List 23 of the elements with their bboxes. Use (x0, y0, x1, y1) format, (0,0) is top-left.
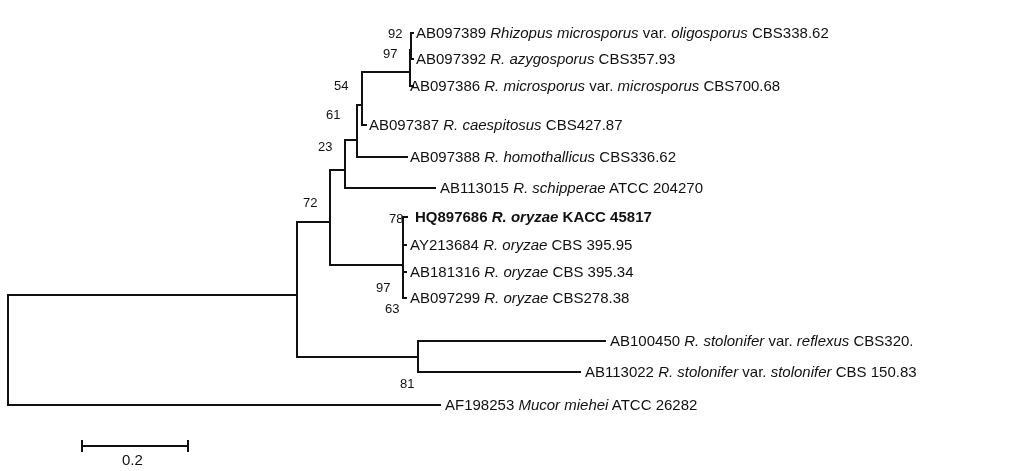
bootstrap-value: 72 (303, 194, 318, 212)
bootstrap-value: 97 (376, 279, 391, 297)
taxon-label: AB097387 R. caespitosus CBS427.87 (369, 116, 623, 134)
taxon-label: AB181316 R. oryzae CBS 395.34 (410, 263, 634, 281)
taxon-label: AB113015 R. schipperae ATCC 204270 (440, 179, 703, 197)
taxon-label: AY213684 R. oryzae CBS 395.95 (410, 236, 633, 254)
taxon-label: AB097299 R. oryzae CBS278.38 (410, 289, 630, 307)
taxon-label: AB113022 R. stolonifer var. stolonifer CBS 150.83 (585, 363, 917, 381)
taxon-label: AB097386 R. microsporus var. microsporus CBS700.68 (410, 77, 781, 95)
taxon-label: AB097388 R. homothallicus CBS336.62 (410, 148, 676, 166)
bootstrap-value: 63 (385, 300, 400, 318)
bootstrap-value: 61 (326, 106, 341, 124)
taxon-label: AB097392 R. azygosporus CBS357.93 (416, 50, 676, 68)
bootstrap-value: 81 (400, 375, 415, 393)
bootstrap-value: 54 (334, 77, 349, 95)
taxon-label: AF198253 Mucor miehei ATCC 26282 (445, 396, 698, 414)
taxon-label: HQ897686 R. oryzae KACC 45817 (415, 208, 652, 226)
taxon-label: AB100450 R. stolonifer var. reflexus CBS320. (610, 332, 914, 350)
bootstrap-value: 92 (388, 25, 403, 43)
bootstrap-value: 97 (383, 45, 398, 63)
bootstrap-value: 23 (318, 138, 333, 156)
taxon-label: AB097389 Rhizopus microsporus var. oligosporus CBS338.62 (416, 24, 829, 42)
scale-label: 0.2 (122, 451, 143, 469)
